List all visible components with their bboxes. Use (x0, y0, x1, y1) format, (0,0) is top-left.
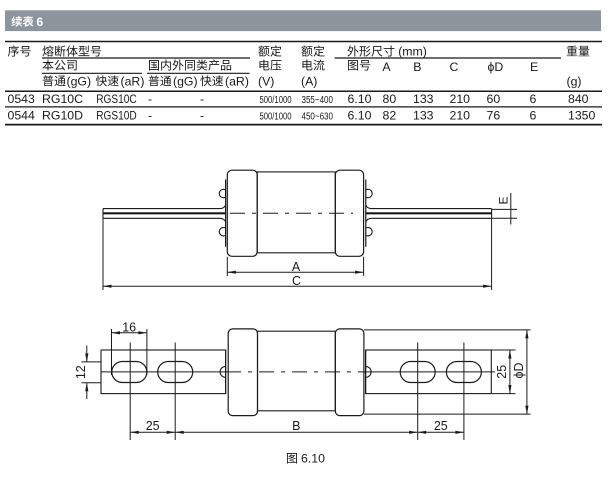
svg-text:6.10: 6.10 (301, 452, 325, 466)
svg-text:12: 12 (74, 365, 88, 379)
svg-text:25: 25 (434, 419, 448, 433)
svg-text:B: B (413, 60, 421, 74)
svg-text:0543: 0543 (8, 92, 36, 106)
svg-text:(mm): (mm) (398, 45, 427, 59)
svg-text:82: 82 (383, 109, 397, 123)
svg-text:A: A (382, 60, 391, 74)
svg-text:6.10: 6.10 (348, 109, 372, 123)
svg-text:6: 6 (530, 92, 537, 106)
svg-text:16: 16 (122, 320, 136, 334)
svg-text:(gG): (gG) (67, 74, 92, 88)
svg-text:A: A (292, 260, 301, 274)
svg-text:C: C (292, 274, 301, 288)
svg-text:RGS10D: RGS10D (96, 109, 137, 123)
svg-text:(aR): (aR) (121, 74, 145, 88)
svg-text:B: B (292, 419, 300, 433)
svg-text:450~630: 450~630 (302, 112, 334, 123)
svg-text:25: 25 (495, 365, 509, 379)
svg-text:210: 210 (450, 109, 471, 123)
svg-text:6.10: 6.10 (348, 92, 372, 106)
svg-text:C: C (450, 60, 459, 74)
svg-text:RG10D: RG10D (42, 109, 83, 123)
svg-text:(aR): (aR) (225, 74, 249, 88)
svg-text:133: 133 (413, 92, 434, 106)
svg-text:ϕD: ϕD (488, 60, 504, 74)
svg-text:60: 60 (487, 92, 501, 106)
svg-text:6: 6 (36, 15, 43, 29)
svg-text:840: 840 (568, 92, 589, 106)
svg-text:-: - (200, 92, 204, 106)
svg-text:80: 80 (383, 92, 397, 106)
svg-text:(gG): (gG) (173, 74, 198, 88)
svg-text:E: E (530, 60, 538, 74)
svg-text:500/1000: 500/1000 (260, 95, 292, 106)
svg-text:-: - (148, 92, 152, 106)
svg-text:-: - (148, 109, 152, 123)
svg-text:(A): (A) (301, 74, 317, 88)
svg-text:ϕD: ϕD (512, 362, 526, 378)
svg-text:0544: 0544 (8, 109, 36, 123)
svg-text:RGS10C: RGS10C (96, 92, 137, 106)
svg-text:76: 76 (487, 109, 501, 123)
svg-text:500/1000: 500/1000 (260, 112, 292, 123)
svg-text:210: 210 (450, 92, 471, 106)
svg-text:-: - (200, 109, 204, 123)
svg-text:1350: 1350 (568, 109, 596, 123)
svg-text:6: 6 (530, 109, 537, 123)
svg-text:RG10C: RG10C (42, 92, 83, 106)
svg-text:133: 133 (413, 109, 434, 123)
svg-text:(V): (V) (258, 74, 274, 88)
svg-text:355~400: 355~400 (302, 95, 334, 106)
svg-text:25: 25 (146, 419, 160, 433)
svg-text:E: E (497, 196, 511, 204)
svg-text:(g): (g) (567, 74, 582, 88)
